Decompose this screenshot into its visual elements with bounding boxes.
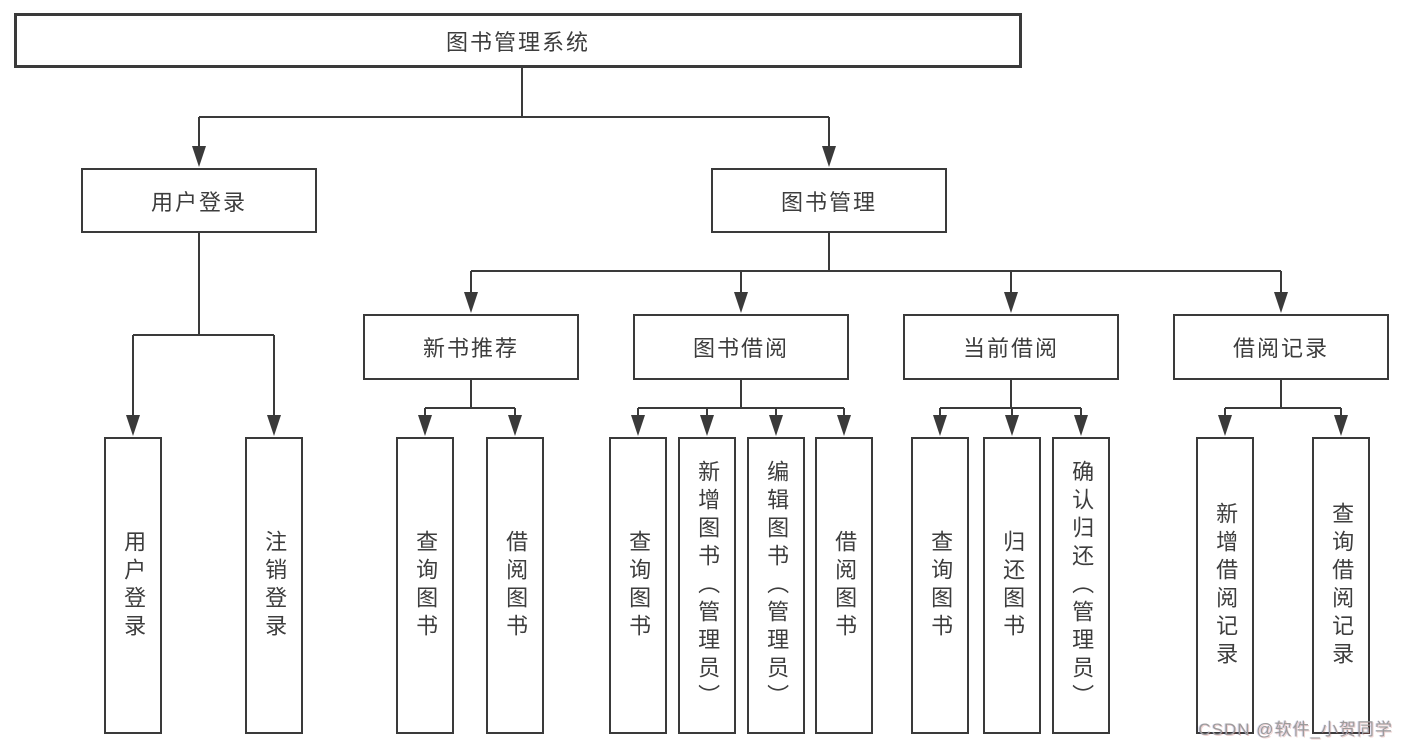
node-book-management: 图书管理 <box>711 168 947 233</box>
node-new-book-recommendation: 新书推荐 <box>363 314 579 380</box>
connector-current-borrowing-split <box>933 380 1088 436</box>
leaf-query-books-borrowing: 查询图书 <box>609 437 667 734</box>
leaf-confirm-return-admin: 确认归还（管理员） <box>1052 437 1110 734</box>
connector-root-split <box>192 67 836 167</box>
node-new-book-recommendation-label: 新书推荐 <box>422 336 519 361</box>
leaf-query-borrow-record: 查询借阅记录 <box>1312 437 1370 734</box>
leaf-query-books-recommend-label: 查询图书 <box>413 529 439 642</box>
leaf-add-borrow-record: 新增借阅记录 <box>1196 437 1254 734</box>
node-current-borrowing: 当前借阅 <box>903 314 1119 380</box>
connector-records-split <box>1218 380 1348 436</box>
leaf-confirm-return-admin-label: 确认归还（管理员） <box>1069 459 1095 712</box>
leaf-add-book-admin-label: 新增图书（管理员） <box>695 459 721 712</box>
leaf-return-books: 归还图书 <box>983 437 1041 734</box>
leaf-query-books-current-label: 查询图书 <box>928 529 954 642</box>
node-borrowing-records-label: 借阅记录 <box>1232 336 1329 361</box>
leaf-edit-book-admin: 编辑图书（管理员） <box>747 437 805 734</box>
leaf-borrow-books: 借阅图书 <box>815 437 873 734</box>
connector-user-login-split <box>126 233 281 436</box>
leaf-borrow-books-recommend-label: 借阅图书 <box>503 529 529 642</box>
leaf-user-login-label: 用户登录 <box>121 529 147 642</box>
watermark: CSDN @软件_小贺同学 <box>1198 720 1393 739</box>
leaf-edit-book-admin-label: 编辑图书（管理员） <box>764 459 790 712</box>
node-borrowing-records: 借阅记录 <box>1173 314 1389 380</box>
leaf-user-login: 用户登录 <box>104 437 162 734</box>
node-book-borrowing: 图书借阅 <box>633 314 849 380</box>
leaf-add-book-admin: 新增图书（管理员） <box>678 437 736 734</box>
leaf-logout: 注销登录 <box>245 437 303 734</box>
leaf-query-books-current: 查询图书 <box>911 437 969 734</box>
node-user-login: 用户登录 <box>81 168 317 233</box>
leaf-borrow-books-label: 借阅图书 <box>832 529 858 642</box>
connector-borrowing-split <box>631 380 851 436</box>
node-book-borrowing-label: 图书借阅 <box>692 336 789 361</box>
node-book-management-label: 图书管理 <box>780 189 877 215</box>
connector-book-management-split <box>464 233 1288 313</box>
connector-recommendation-split <box>418 380 522 436</box>
leaf-add-borrow-record-label: 新增借阅记录 <box>1213 501 1239 670</box>
node-root-system: 图书管理系统 <box>14 13 1022 68</box>
leaf-query-borrow-record-label: 查询借阅记录 <box>1329 501 1355 670</box>
node-root-system-label: 图书管理系统 <box>445 29 590 55</box>
node-current-borrowing-label: 当前借阅 <box>962 336 1059 361</box>
node-user-login-label: 用户登录 <box>150 189 247 215</box>
leaf-query-books-borrowing-label: 查询图书 <box>626 529 652 642</box>
leaf-logout-label: 注销登录 <box>262 529 288 642</box>
leaf-return-books-label: 归还图书 <box>1000 529 1026 642</box>
leaf-borrow-books-recommend: 借阅图书 <box>486 437 544 734</box>
leaf-query-books-recommend: 查询图书 <box>396 437 454 734</box>
